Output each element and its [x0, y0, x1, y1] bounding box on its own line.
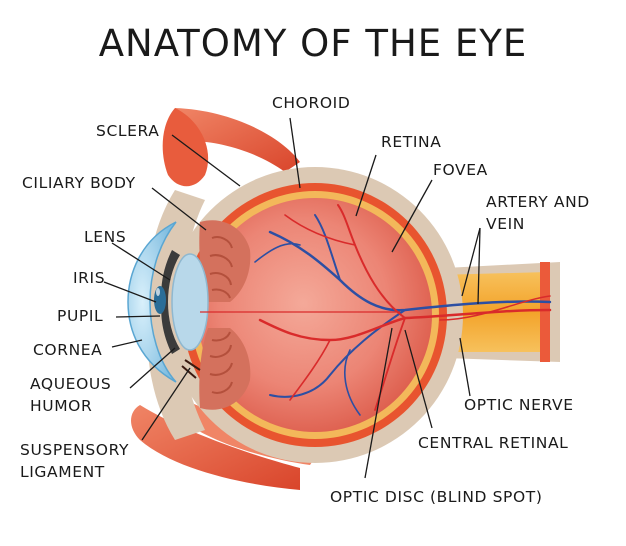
label-aqueous-line1: AQUEOUS — [30, 375, 112, 393]
label-lens: LENS — [84, 228, 127, 246]
iris — [161, 250, 180, 302]
cornea — [127, 221, 177, 383]
ciliary-body — [199, 220, 251, 410]
page-title: ANATOMY OF THE EYE — [98, 22, 528, 65]
label-suspensory-line2: LIGAMENT — [20, 463, 105, 481]
label-aqueous-line2: HUMOR — [30, 397, 93, 415]
label-sclera: SCLERA — [96, 122, 160, 140]
lens — [171, 253, 209, 351]
label-artery-vein-line1: ARTERY AND — [486, 193, 590, 211]
label-ciliary-body: CILIARY BODY — [22, 174, 136, 192]
label-iris: IRIS — [73, 269, 106, 287]
label-optic-disc: OPTIC DISC (BLIND SPOT) — [330, 488, 543, 506]
label-choroid: CHOROID — [272, 94, 351, 112]
blood-vessels — [254, 204, 552, 416]
label-central-retinal: CENTRAL RETINAL — [418, 434, 569, 452]
label-retina: RETINA — [381, 133, 442, 151]
label-pupil: PUPIL — [57, 307, 104, 325]
label-cornea: CORNEA — [33, 341, 103, 359]
upper-muscle — [175, 108, 300, 172]
label-suspensory-line1: SUSPENSORY — [20, 441, 130, 459]
label-artery-vein-line2: VEIN — [486, 215, 525, 233]
vitreous-body — [198, 198, 432, 432]
label-optic-nerve: OPTIC NERVE — [464, 396, 574, 414]
label-fovea: FOVEA — [433, 161, 488, 179]
leader-lines — [103, 117, 481, 479]
